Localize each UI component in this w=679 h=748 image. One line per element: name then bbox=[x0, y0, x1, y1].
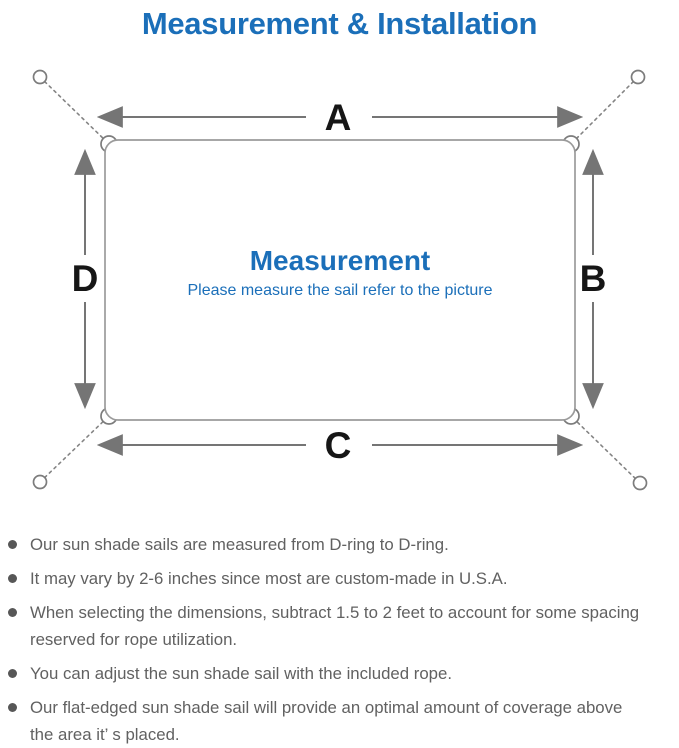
bullet-icon bbox=[8, 574, 17, 583]
dimension-label-a: A bbox=[325, 97, 352, 138]
anchor-ring-bottom-left-icon bbox=[32, 474, 48, 490]
rope-dashed-line-bottom-left bbox=[39, 414, 111, 483]
sail-outline bbox=[104, 139, 576, 421]
anchor-ring-top-left-icon bbox=[32, 69, 48, 85]
note-text: It may vary by 2-6 inches since most are… bbox=[30, 569, 508, 588]
sail-measurement-diagram: A C D B Measurement Please measure the s… bbox=[32, 69, 648, 491]
diagram-center-title: Measurement bbox=[250, 245, 431, 276]
note-item: You can adjust the sun shade sail with t… bbox=[8, 660, 673, 687]
note-text: Our flat-edged sun shade sail will provi… bbox=[30, 698, 623, 744]
note-text: You can adjust the sun shade sail with t… bbox=[30, 664, 452, 683]
note-text: Our sun shade sails are measured from D-… bbox=[30, 535, 449, 554]
note-item: When selecting the dimensions, subtract … bbox=[8, 599, 673, 653]
rope-dashed-line-bottom-right bbox=[569, 414, 641, 484]
diagram-center-subtitle: Please measure the sail refer to the pic… bbox=[187, 282, 492, 299]
anchor-ring-top-right-icon bbox=[630, 69, 646, 85]
rope-dashed-line-top-left bbox=[39, 76, 111, 146]
note-item: Our flat-edged sun shade sail will provi… bbox=[8, 694, 673, 748]
dimension-label-c: C bbox=[325, 425, 352, 466]
bullet-icon bbox=[8, 703, 17, 712]
rope-dashed-line-top-right bbox=[569, 76, 639, 146]
bullet-icon bbox=[8, 540, 17, 549]
bullet-icon bbox=[8, 608, 17, 617]
note-item: Our sun shade sails are measured from D-… bbox=[8, 531, 673, 558]
dimension-label-b: B bbox=[580, 258, 607, 299]
note-text: When selecting the dimensions, subtract … bbox=[30, 603, 640, 649]
measurement-notes-list: Our sun shade sails are measured from D-… bbox=[8, 531, 673, 748]
page-title: Measurement & Installation bbox=[141, 6, 538, 41]
bullet-icon bbox=[8, 669, 17, 678]
note-item: It may vary by 2-6 inches since most are… bbox=[8, 565, 673, 592]
dimension-label-d: D bbox=[72, 258, 99, 299]
anchor-ring-bottom-right-icon bbox=[632, 475, 648, 491]
